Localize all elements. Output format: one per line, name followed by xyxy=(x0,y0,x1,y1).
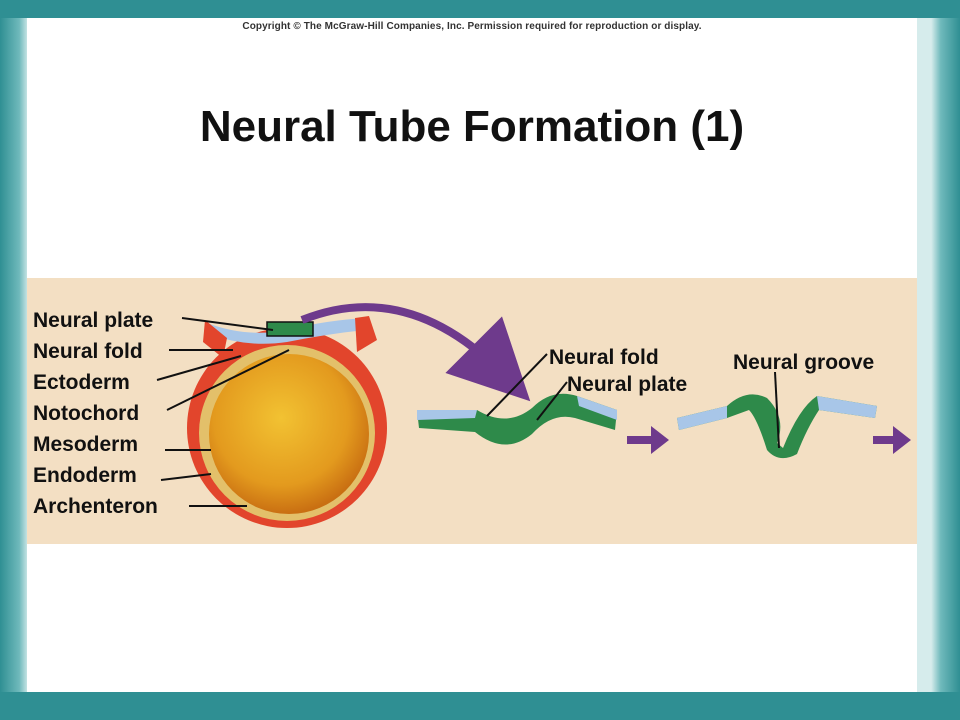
neural-fold-right xyxy=(355,316,377,352)
stage2-ectoderm-right xyxy=(577,396,617,420)
stage3-leader-line xyxy=(774,371,780,449)
label-mesoderm: Mesoderm xyxy=(33,433,138,456)
slide: Copyright © The McGraw-Hill Companies, I… xyxy=(27,18,917,692)
archenteron-cavity xyxy=(209,354,369,514)
label-neural-fold: Neural fold xyxy=(33,340,143,363)
label-stage3-neural-groove: Neural groove xyxy=(733,351,874,374)
label-endoderm: Endoderm xyxy=(33,464,137,487)
slide-title: Neural Tube Formation (1) xyxy=(199,102,745,151)
copyright-notice: Copyright © The McGraw-Hill Companies, I… xyxy=(242,21,702,32)
neural-fold-left xyxy=(203,320,227,358)
label-stage2-neural-fold: Neural fold xyxy=(549,346,659,369)
stage-arrow-icon xyxy=(627,426,669,454)
label-ectoderm: Ectoderm xyxy=(33,371,130,394)
neural-plate-region xyxy=(266,321,314,337)
curved-arrow-icon xyxy=(300,303,531,402)
frame-top-bar xyxy=(0,0,960,18)
stage2-leader-lines xyxy=(486,353,568,421)
stage2-ectoderm-left xyxy=(417,410,477,420)
stage3-ectoderm-left xyxy=(677,406,727,430)
diagram-panel: Neural plate Neural fold Ectoderm Notoch… xyxy=(27,278,917,544)
label-stage2-neural-plate: Neural plate xyxy=(567,373,687,396)
stage2-neural-plate-section xyxy=(417,393,617,445)
embryo-leader-lines xyxy=(156,317,290,507)
label-neural-plate: Neural plate xyxy=(33,309,153,332)
embryo-gastrula xyxy=(187,316,387,528)
final-arrow-icon xyxy=(873,426,911,454)
label-archenteron: Archenteron xyxy=(33,495,158,518)
label-notochord: Notochord xyxy=(33,402,139,425)
frame-bottom-bar xyxy=(0,692,960,720)
neural-tube-diagram: Neural plate Neural fold Ectoderm Notoch… xyxy=(33,303,911,528)
stage3-ectoderm-right xyxy=(817,396,877,418)
stage2-neural-tissue xyxy=(417,393,617,445)
